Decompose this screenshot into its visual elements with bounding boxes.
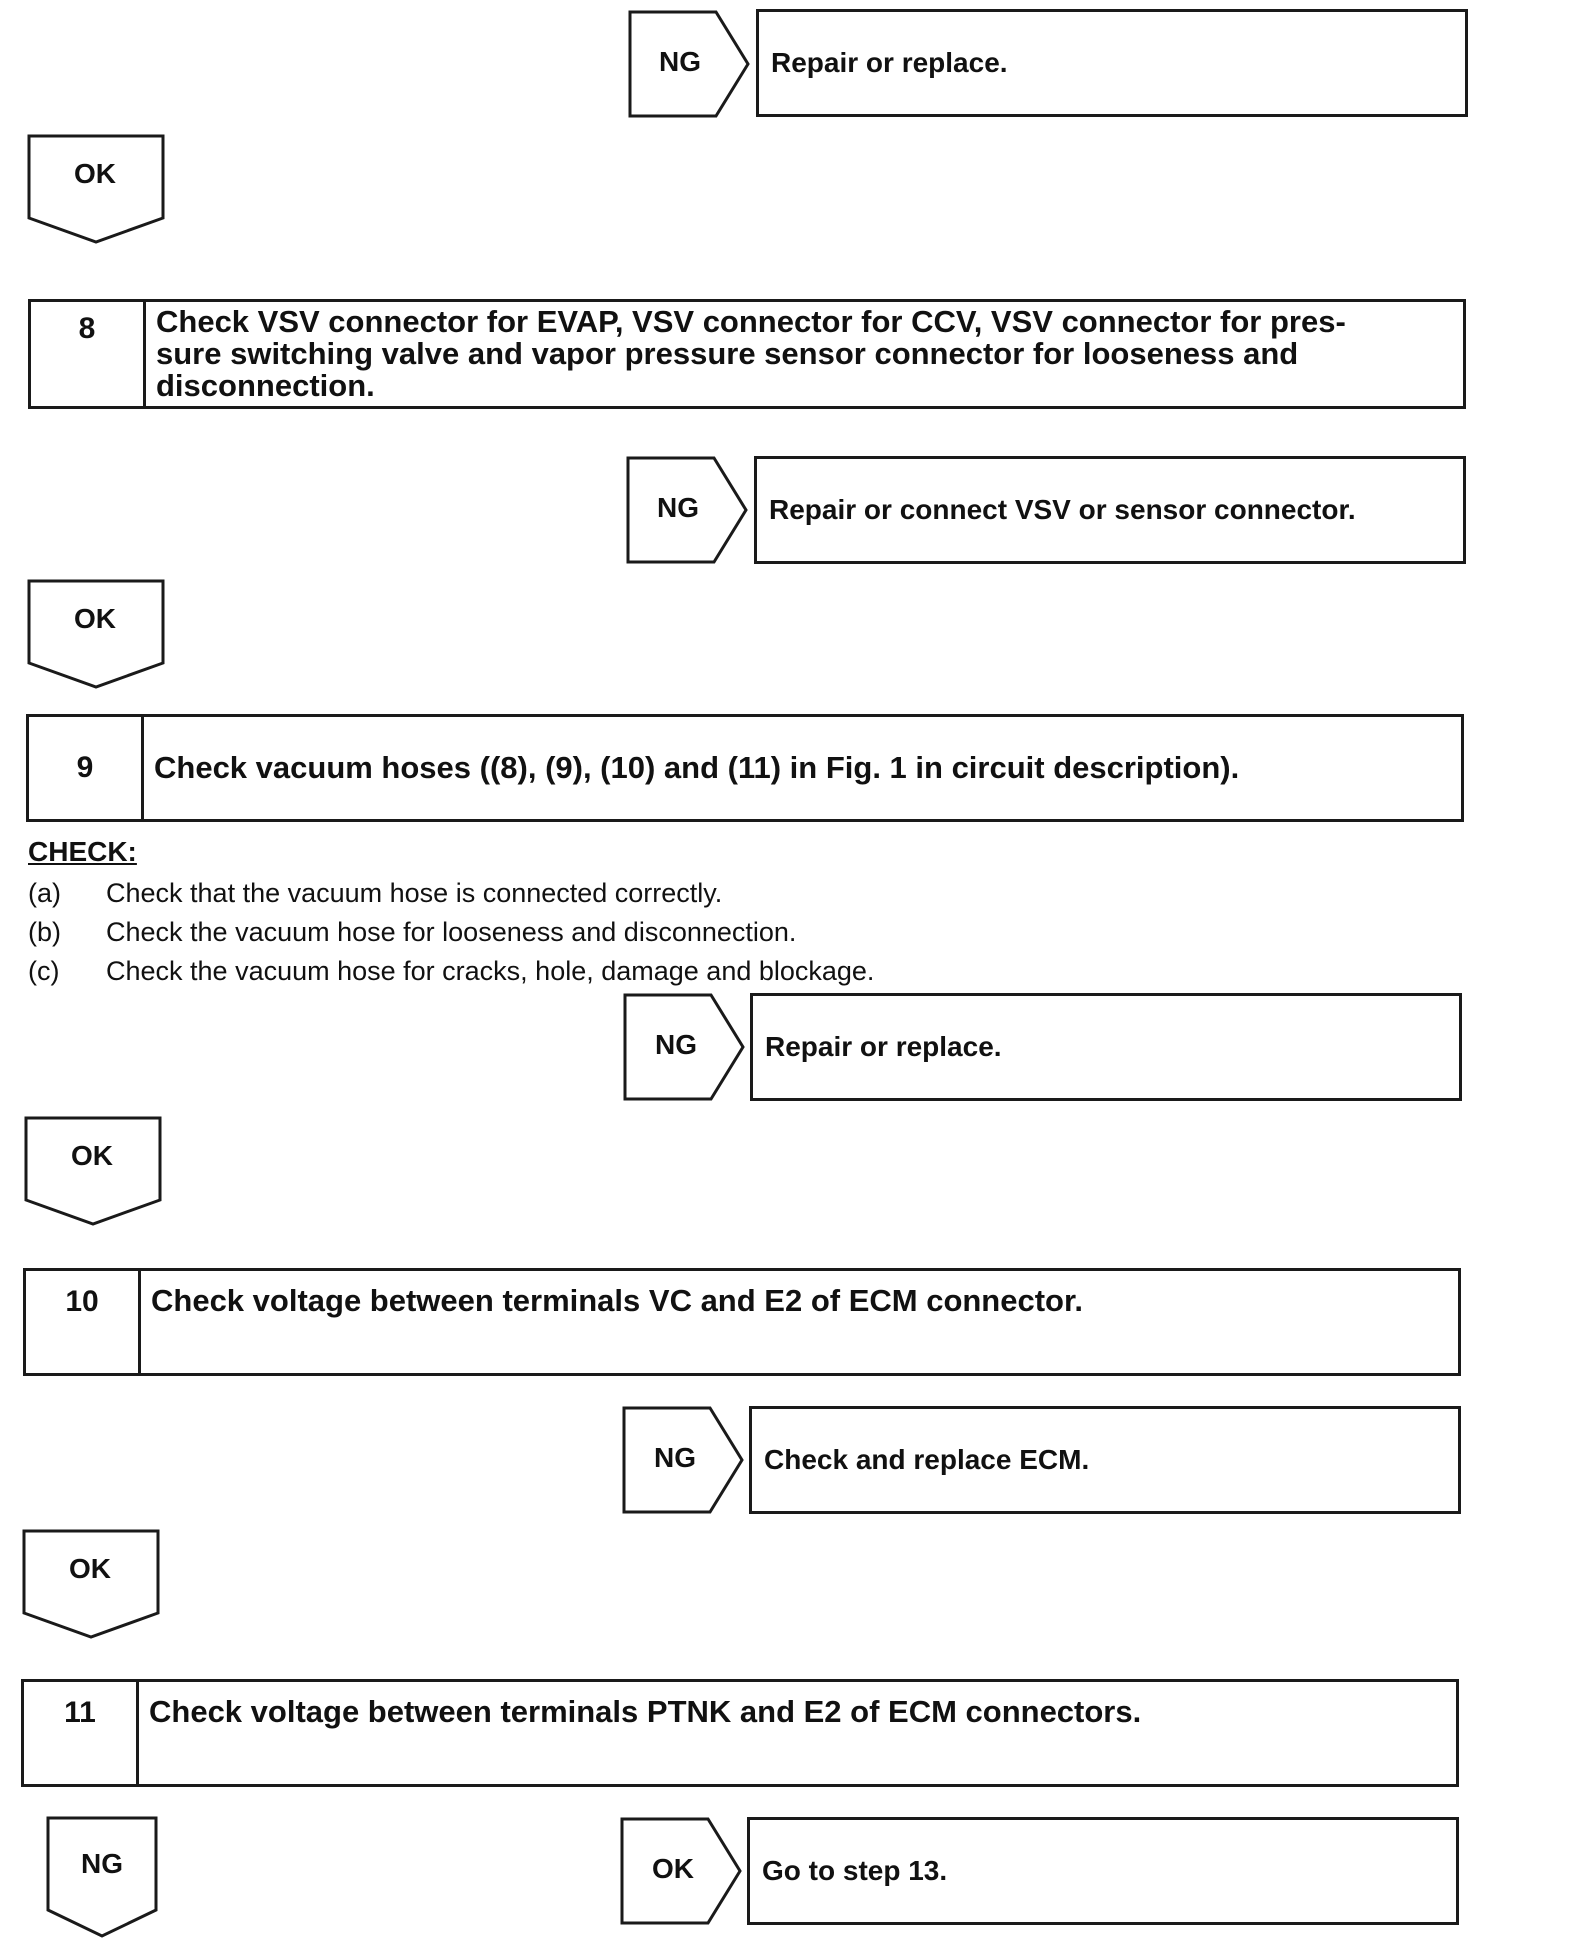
result-box: Repair or connect VSV or sensor connecto… [754,456,1466,564]
ng-label: NG [659,46,701,77]
check-item-text: Check the vacuum hose for cracks, hole, … [106,956,875,986]
ng-right-arrow [622,1406,744,1514]
step-number: 10 [26,1271,141,1373]
result-box: Check and replace ECM. [749,1406,1461,1514]
step-11-box: 11 Check voltage between terminals PTNK … [21,1679,1459,1787]
ok-label: OK [74,158,116,189]
ng-label: NG [657,492,699,523]
result-box: Repair or replace. [756,9,1468,117]
step-text: Check vacuum hoses ((8), (9), (10) and (… [154,750,1240,785]
step-number: 11 [24,1682,139,1784]
check-item: (b) Check the vacuum hose for looseness … [28,917,796,948]
ok-label: OK [69,1553,111,1584]
step-8-box: 8 Check VSV connector for EVAP, VSV conn… [28,299,1466,409]
result-box: Go to step 13. [747,1817,1459,1925]
ok-down-arrow [22,1529,160,1639]
ng-right-arrow [626,456,748,564]
check-item: (a) Check that the vacuum hose is connec… [28,878,722,909]
check-item-mark: (a) [28,878,61,908]
check-item-text: Check that the vacuum hose is connected … [106,878,723,908]
ok-down-arrow [27,579,165,689]
ng-right-arrow [623,993,745,1101]
ok-label: OK [652,1853,694,1884]
ng-label: NG [655,1029,697,1060]
step-number: 9 [29,717,144,819]
result-box: Repair or replace. [750,993,1462,1101]
check-heading: CHECK: [28,836,137,867]
step-number: 8 [31,302,146,406]
ok-right-arrow [620,1817,742,1925]
step-text-line: Check VSV connector for EVAP, VSV connec… [156,304,1346,339]
ng-down-arrow [46,1816,158,1938]
check-item: (c) Check the vacuum hose for cracks, ho… [28,956,874,987]
ok-down-arrow [24,1116,162,1226]
ng-label: NG [654,1442,696,1473]
ok-down-arrow [27,134,165,244]
step-text-line: sure switching valve and vapor pressure … [156,336,1299,371]
check-item-text: Check the vacuum hose for looseness and … [106,917,797,947]
check-item-mark: (c) [28,956,60,986]
ok-label: OK [74,603,116,634]
step-text: Check VSV connector for EVAP, VSV connec… [146,302,1463,406]
step-text: Check voltage between terminals PTNK and… [149,1694,1142,1729]
step-9-box: 9 Check vacuum hoses ((8), (9), (10) and… [26,714,1464,822]
step-10-box: 10 Check voltage between terminals VC an… [23,1268,1461,1376]
ok-label: OK [71,1140,113,1171]
ng-right-arrow [628,10,750,118]
ng-label: NG [81,1848,123,1879]
check-item-mark: (b) [28,917,61,947]
step-text: Check voltage between terminals VC and E… [151,1283,1083,1318]
step-text-line: disconnection. [156,368,375,403]
